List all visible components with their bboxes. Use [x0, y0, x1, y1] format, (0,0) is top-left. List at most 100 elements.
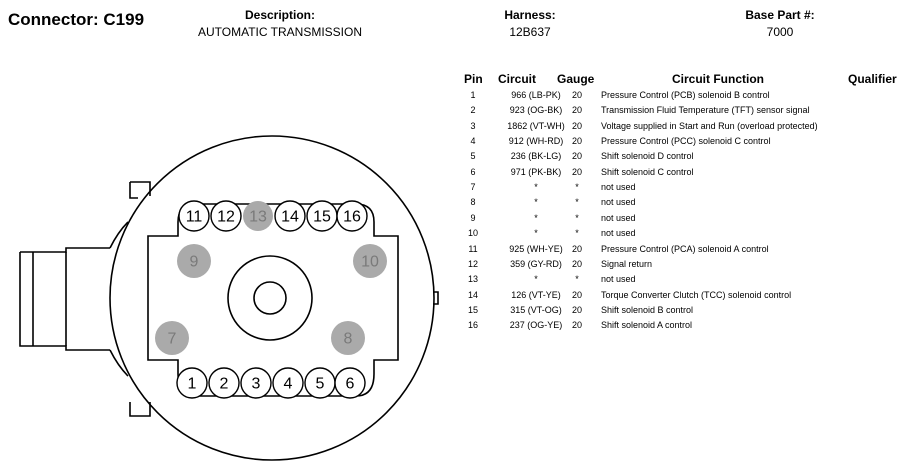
pin-cell: 9 [470, 212, 476, 223]
pin-8: 8 [331, 321, 365, 355]
pin-cell: 14 [467, 289, 478, 300]
pin-label: 2 [220, 376, 229, 393]
pin-circle [176, 367, 208, 399]
circuit-cell: 966 (LB-PK) [511, 90, 561, 100]
gauge-cell: 20 [571, 304, 582, 315]
pin-cell: 3 [470, 120, 476, 131]
pin-label: 11 [186, 209, 203, 226]
pin-4: 4 [272, 367, 304, 399]
circuit-cell: 923 (OG-BK) [509, 105, 563, 116]
header-qualifier: Qualifier [848, 72, 897, 86]
function-cell: not used [601, 228, 636, 239]
pin-circle [272, 367, 304, 399]
pin-circle [208, 367, 240, 399]
function-cell: Pressure Control (PCB) solenoid B contro… [601, 90, 770, 100]
circuit-cell: 1862 (VT-WH) [507, 120, 565, 131]
circuit-cell: * [534, 274, 538, 285]
pin-label: 10 [361, 254, 379, 271]
pin-13: 13 [243, 201, 273, 231]
pin-cell: 8 [470, 197, 476, 208]
function-cell: Torque Converter Clutch (TCC) solenoid c… [601, 289, 792, 300]
circuit-cell: 912 (WH-RD) [508, 136, 564, 147]
pin-10: 10 [353, 244, 387, 278]
table-row: 10**not used [456, 228, 906, 243]
header-pin: Pin [464, 72, 483, 86]
pin-label: 13 [249, 209, 267, 226]
circuit-cell: 359 (GY-RD) [510, 258, 562, 269]
pin-9: 9 [177, 244, 211, 278]
table-row: 4 912 (WH-RD) 20 Pressure Control (PCC) sol… [456, 136, 906, 151]
pin-cell: 7 [470, 182, 476, 193]
pin-7: 7 [155, 321, 189, 355]
table-row: 15 315 (VT-OG) 20 Shift solenoid B control [456, 305, 906, 320]
gauge-cell: * [575, 182, 579, 193]
pin-cell: 2 [470, 105, 476, 116]
pin-2: 2 [208, 367, 240, 399]
pin-circle [177, 244, 211, 278]
function-cell: Signal return [601, 258, 653, 269]
pin-cell: 15 [467, 304, 478, 315]
function-cell: Shift solenoid D control [601, 151, 694, 162]
gauge-cell: 20 [571, 166, 582, 177]
harness-value: 12B637 [509, 25, 551, 39]
pin-cell: 6 [470, 166, 476, 177]
pin-label: 4 [284, 376, 293, 393]
connector-housing [19, 135, 439, 461]
pin-cell: 1 [470, 90, 476, 100]
gauge-cell: * [575, 212, 579, 223]
circuit-cell: 315 (VT-OG) [510, 304, 562, 315]
gauge-cell: * [575, 197, 579, 208]
pin-circle [240, 367, 272, 399]
pin-label: 3 [252, 376, 261, 393]
pin-cell: 11 [468, 243, 478, 254]
gauge-cell: 20 [571, 151, 582, 162]
gauge-cell: 20 [571, 320, 582, 331]
gauge-cell: 20 [571, 136, 582, 147]
connector-title: Connector: C199 [8, 10, 145, 29]
circuit-cell: 126 (VT-YE) [511, 289, 561, 300]
table-row: 13**not used [456, 274, 906, 289]
circuit-cell: 925 (WH-YE) [509, 243, 563, 254]
pin-11: 11 [178, 200, 210, 232]
function-cell: Shift solenoid B control [601, 304, 694, 315]
pin-14: 14 [274, 200, 306, 232]
table-row: 8**not used [456, 197, 906, 212]
function-cell: Pressure Control (PCC) solenoid C contro… [601, 136, 771, 147]
function-cell: Shift solenoid A control [601, 320, 693, 331]
pin-label: 14 [281, 209, 299, 226]
pin-cell: 4 [470, 136, 476, 147]
pin-label: 1 [188, 376, 197, 393]
pin-cell: 10 [467, 228, 478, 239]
header-circuit: Circuit [498, 72, 537, 86]
pin-15: 15 [306, 200, 338, 232]
function-cell: not used [601, 274, 636, 285]
pin-label: 15 [313, 209, 331, 226]
pin-circle [243, 201, 273, 231]
function-cell: Shift solenoid C control [601, 166, 694, 177]
circuit-cell: * [534, 182, 538, 193]
description-value: AUTOMATIC TRANSMISSION [197, 25, 362, 39]
pin-label: 16 [343, 209, 361, 226]
pin-16: 16 [336, 200, 368, 232]
pin-circle [210, 200, 242, 232]
pin-circle [274, 200, 306, 232]
pin-circle [334, 367, 366, 399]
pin-circle [336, 200, 368, 232]
function-cell: not used [601, 182, 636, 193]
pin-label: 7 [168, 331, 177, 348]
pin-1: 1 [176, 367, 208, 399]
header-gauge: Gauge [557, 72, 595, 86]
pin-cell: 13 [467, 274, 478, 285]
gauge-cell: * [575, 228, 579, 239]
function-cell: Voltage supplied in Start and Run (overl… [601, 120, 818, 131]
header-function: Circuit Function [672, 72, 764, 86]
